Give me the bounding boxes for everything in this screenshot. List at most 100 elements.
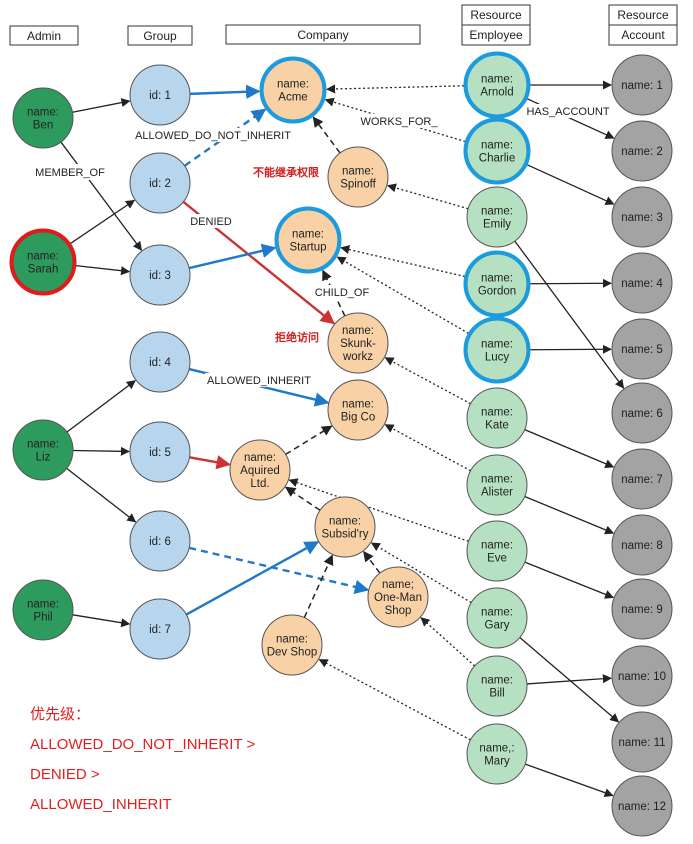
node-bigco-circle bbox=[327, 379, 389, 441]
node-emily-circle bbox=[466, 186, 528, 248]
edge-works-for-gordon-to-startup bbox=[340, 245, 466, 278]
node-kate-label-0: name: bbox=[481, 407, 513, 419]
edge-member-liz-to-g6 bbox=[66, 467, 137, 523]
edge-has-account-eve-to-a9 bbox=[524, 561, 615, 599]
works-for-label: WORKS_FOR_ bbox=[360, 116, 438, 128]
node-gary-label-1: Gary bbox=[485, 620, 510, 632]
node-devshop-label-0: name: bbox=[276, 634, 308, 646]
header-group-label: Group bbox=[143, 29, 177, 43]
node-g6-circle bbox=[129, 510, 191, 572]
node-lucy: name:Lucy bbox=[463, 316, 531, 384]
node-eve-circle bbox=[466, 520, 528, 582]
edge-has-account-mary-to-a12 bbox=[525, 763, 614, 798]
node-a4-circle bbox=[611, 252, 673, 314]
node-ben: name:Ben bbox=[12, 87, 74, 149]
node-onemanshop-circle bbox=[367, 566, 429, 628]
node-a1: name: 1 bbox=[611, 54, 673, 116]
node-a6-circle bbox=[611, 382, 673, 444]
denied-label: DENIED bbox=[190, 216, 232, 228]
edge-works-for-mary-to-devshop bbox=[318, 658, 471, 741]
node-startup: name:Startup bbox=[274, 206, 342, 274]
edge-works-for-alister-to-bigco bbox=[384, 424, 471, 472]
priority-legend: 优先级： ALLOWED_DO_NOT_INHERIT > DENIED > A… bbox=[30, 700, 330, 820]
node-aquired-label-2: Ltd. bbox=[250, 478, 269, 490]
node-aquired-label-1: Aquired bbox=[240, 465, 280, 477]
node-spinoff-label-1: Spinoff bbox=[340, 179, 376, 191]
header-resource-account-top: Resource bbox=[617, 8, 669, 22]
node-startup-highlight-ring bbox=[274, 206, 342, 274]
node-eve-label-0: name: bbox=[481, 540, 513, 552]
edge-has-account-emily-to-a6 bbox=[514, 240, 625, 389]
node-eve-label-1: Eve bbox=[487, 553, 507, 565]
edge-allowed-inherit-g7-to-subsidry bbox=[185, 540, 320, 616]
node-a5: name: 5 bbox=[611, 318, 673, 380]
node-gary: name:Gary bbox=[466, 587, 528, 649]
node-liz-circle bbox=[12, 419, 74, 481]
header-resource-account: Resource Account bbox=[608, 4, 678, 46]
node-g2: id: 2 bbox=[129, 152, 191, 214]
node-skunkworkz-label-1: Skunk- bbox=[340, 338, 376, 350]
node-gordon-label-1: Gordon bbox=[478, 286, 516, 298]
node-lucy-label-0: name: bbox=[481, 339, 513, 351]
node-a3-label-0: name: 3 bbox=[621, 212, 663, 224]
node-a8: name: 8 bbox=[611, 514, 673, 576]
node-a6-label-0: name: 6 bbox=[621, 408, 663, 420]
node-g1-label-0: id: 1 bbox=[149, 90, 171, 102]
node-a4: name: 4 bbox=[611, 252, 673, 314]
edge-has-account-gordon-to-a4 bbox=[529, 278, 612, 288]
node-alister-label-0: name: bbox=[481, 474, 513, 486]
edge-has-account-kate-to-a7 bbox=[524, 429, 615, 468]
edge-allowed-do-not-inherit-g6-to-onemanshop bbox=[188, 546, 370, 594]
node-bigco-label-0: name: bbox=[342, 399, 374, 411]
node-g6: id: 6 bbox=[129, 510, 191, 572]
node-aquired-circle bbox=[229, 439, 291, 501]
edge-member-sarah-to-g3 bbox=[75, 264, 131, 276]
node-charlie-label-1: Charlie bbox=[479, 153, 515, 165]
edge-denied-g5-to-aquired bbox=[189, 455, 231, 470]
node-lucy-highlight-ring bbox=[463, 316, 531, 384]
edge-member-liz-to-g4 bbox=[66, 380, 136, 433]
node-a2-circle bbox=[611, 120, 673, 182]
node-onemanshop-label-1: One-Man bbox=[374, 592, 422, 604]
has-account-label: HAS_ACCOUNT bbox=[526, 106, 609, 118]
node-g1-circle bbox=[129, 64, 191, 126]
node-a9-circle bbox=[611, 578, 673, 640]
node-a10: name: 10 bbox=[611, 645, 673, 707]
node-gary-label-0: name: bbox=[481, 607, 513, 619]
node-devshop-label-1: Dev Shop bbox=[267, 647, 318, 659]
node-skunkworkz-circle bbox=[327, 312, 389, 374]
edge-child-of-subsidry-to-aquired bbox=[284, 486, 321, 511]
allowed-inherit-label: ALLOWED_INHERIT bbox=[207, 375, 311, 387]
node-g4-circle bbox=[129, 331, 191, 393]
node-devshop-circle bbox=[261, 614, 323, 676]
node-a8-label-0: name: 8 bbox=[621, 540, 663, 552]
node-charlie: name:Charlie bbox=[463, 117, 531, 185]
node-a12: name: 12 bbox=[611, 775, 673, 837]
node-g3-circle bbox=[129, 244, 191, 306]
node-gary-circle bbox=[466, 587, 528, 649]
node-aquired-label-0: name: bbox=[244, 452, 276, 464]
node-subsidry-circle bbox=[314, 496, 376, 558]
node-charlie-label-0: name: bbox=[481, 140, 513, 152]
node-acme: name:Acme bbox=[259, 56, 327, 124]
node-ben-label-0: name: bbox=[27, 107, 59, 119]
node-g5-circle bbox=[129, 421, 191, 483]
node-a4-label-0: name: 4 bbox=[621, 278, 663, 290]
edge-allowed-inherit-g3-to-startup bbox=[188, 243, 277, 270]
node-g2-circle bbox=[129, 152, 191, 214]
node-startup-label-1: Startup bbox=[289, 242, 326, 254]
edge-member-liz-to-g5 bbox=[72, 446, 130, 456]
node-ben-label-1: Ben bbox=[33, 120, 53, 132]
node-subsidry-label-1: Subsid'ry bbox=[322, 529, 369, 541]
node-a9-label-0: name: 9 bbox=[621, 604, 663, 616]
node-skunkworkz-label-2: workz bbox=[342, 351, 373, 363]
edge-labels: MEMBER_OF ALLOWED_DO_NOT_INHERIT DENIED … bbox=[34, 104, 610, 387]
node-subsidry-label-0: name: bbox=[329, 516, 361, 528]
node-mary-circle bbox=[466, 723, 528, 785]
edge-has-account-lucy-to-a5 bbox=[529, 344, 612, 354]
header-resource-account-bottom: Account bbox=[621, 28, 665, 42]
node-bill: name:Bill bbox=[466, 655, 528, 717]
edge-child-of-devshop-to-subsidry bbox=[303, 554, 334, 618]
node-g4: id: 4 bbox=[129, 331, 191, 393]
